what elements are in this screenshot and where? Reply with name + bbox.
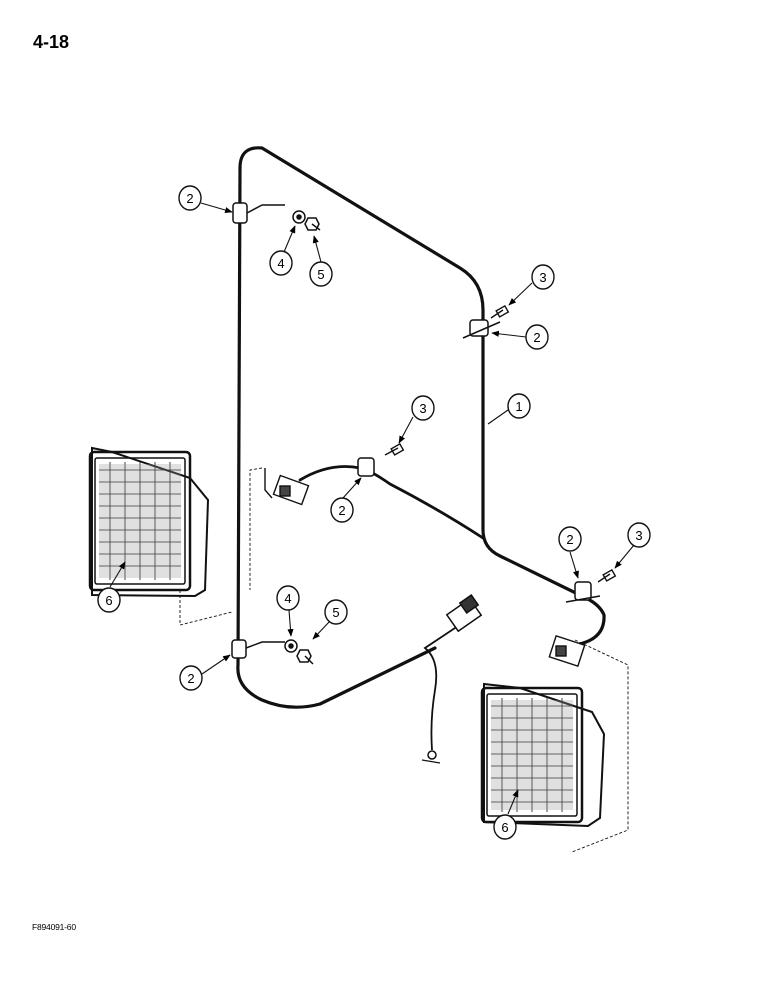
- callout-bubble: [525, 324, 549, 350]
- right-lamp-connector: [548, 635, 586, 667]
- callout-bubble: [179, 665, 203, 691]
- callout-bubble: [493, 814, 517, 840]
- callout-label: 4: [284, 591, 291, 606]
- callout-label: 3: [635, 528, 642, 543]
- plug-connector: [445, 594, 483, 633]
- callout-bubble: [627, 522, 651, 548]
- left-flood-lamp: [88, 446, 210, 598]
- callout-label: 1: [515, 399, 522, 414]
- callout-bubble: [507, 393, 531, 419]
- ground-pigtail: [421, 617, 471, 764]
- left-lamp-connector: [264, 468, 310, 506]
- callout-label: 2: [338, 503, 345, 518]
- callout-bubble: [411, 395, 435, 421]
- screws: [384, 304, 617, 583]
- callout-bubbles: [97, 185, 651, 840]
- washers-and-nuts: [284, 210, 321, 665]
- main-harness: [236, 146, 606, 709]
- mounting-lines: [179, 467, 629, 853]
- page-number: 4-18: [33, 32, 70, 52]
- callout-bubble: [269, 250, 293, 276]
- figure-id: F894091-60: [32, 922, 76, 932]
- callout-label: 2: [186, 191, 193, 206]
- callout-bubble: [531, 264, 555, 290]
- callout-label: 5: [317, 267, 324, 282]
- callout-bubble: [97, 587, 121, 613]
- callout-leaders: [109, 202, 635, 815]
- callout-label: 2: [533, 330, 540, 345]
- callout-label: 2: [566, 532, 573, 547]
- callout-label: 6: [501, 820, 508, 835]
- callout-label: 4: [277, 256, 284, 271]
- callout-labels: 2 4 5 3 2 3 1 2 2 3 6 4 5 2 6: [105, 191, 642, 835]
- right-flood-lamp: [480, 682, 606, 828]
- callout-bubble: [330, 497, 354, 523]
- callout-bubble: [178, 185, 202, 211]
- callout-bubble: [276, 585, 300, 611]
- callout-label: 3: [539, 270, 546, 285]
- harness-clips: [231, 202, 601, 659]
- callout-bubble: [309, 261, 333, 287]
- branch-left-connector: [298, 465, 485, 540]
- callout-bubble: [558, 526, 582, 552]
- callout-label: 5: [332, 605, 339, 620]
- callout-label: 6: [105, 593, 112, 608]
- callout-label: 3: [419, 401, 426, 416]
- callout-label: 2: [187, 671, 194, 686]
- callout-bubble: [324, 599, 348, 625]
